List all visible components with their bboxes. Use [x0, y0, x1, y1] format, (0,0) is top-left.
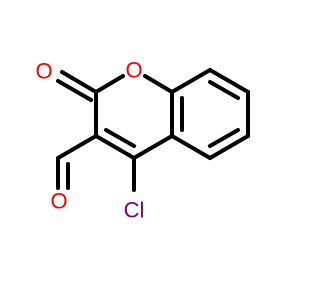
- structure-drawing: O O O Cl: [35, 58, 250, 223]
- bond-o1-c2: [94, 74, 125, 94]
- bond-c5-c4a: [170, 134, 212, 160]
- bond-c8-c7-inner: [208, 80, 240, 100]
- bond-c8a-o1: [143, 74, 174, 94]
- bond-c8a-c8: [170, 68, 212, 94]
- ring-oxygen-label: O: [125, 58, 142, 83]
- benzene-ring: [170, 68, 250, 160]
- bond-c4-c4a: [132, 134, 174, 160]
- aldehyde-oxygen-label: O: [50, 189, 67, 214]
- chlorine-label: Cl: [124, 198, 145, 223]
- bond-c8-c7: [208, 68, 250, 94]
- carbonyl-oxygen-label: O: [35, 59, 52, 84]
- substituents: [56, 70, 136, 192]
- bond-c2-carbonyl-o-b: [56, 79, 93, 102]
- bond-c3-cho: [56, 134, 98, 160]
- bond-c6-c5: [208, 134, 250, 160]
- bond-c3-c4: [94, 134, 136, 160]
- pyranone-ring: [94, 74, 174, 160]
- bond-c2-carbonyl-o-a: [60, 70, 98, 94]
- bond-c3-c4-inner: [104, 128, 136, 148]
- bond-c6-c5-inner: [208, 128, 240, 148]
